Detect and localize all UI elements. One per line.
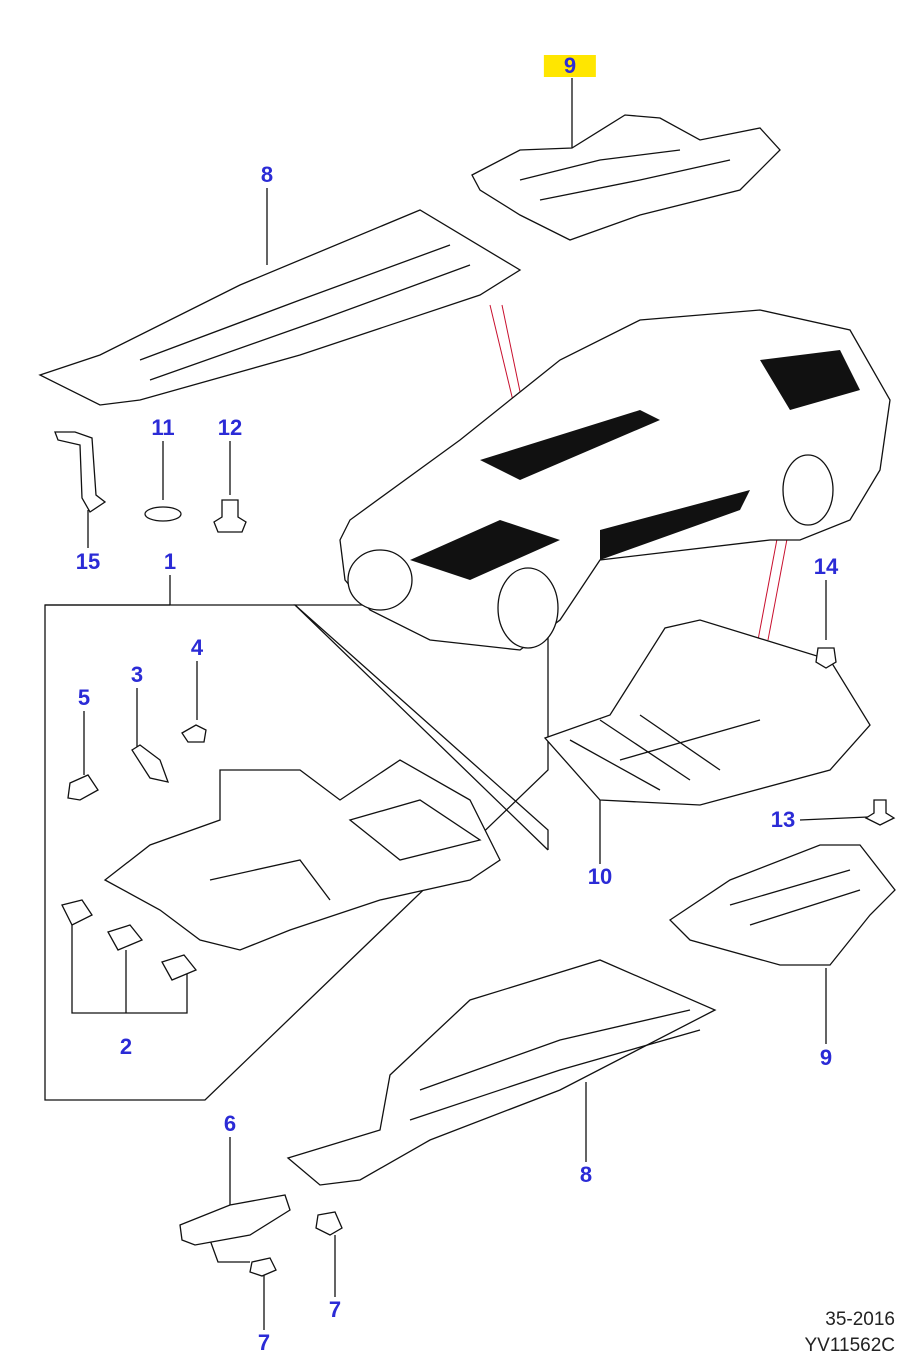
callout-1: 1	[163, 549, 177, 574]
part-2-clip	[61, 899, 198, 981]
part-9-underbody-shield-bottom	[668, 844, 896, 966]
part-6-bracket	[179, 1194, 291, 1246]
callout-12: 12	[217, 415, 243, 440]
callout-11: 11	[151, 415, 175, 440]
callout-5: 5	[77, 685, 91, 710]
part-7-clip-right	[315, 1211, 343, 1236]
callout-4: 4	[190, 635, 204, 660]
callout-14: 14	[813, 554, 839, 579]
callout-9-bottom: 9	[819, 1045, 833, 1070]
part-9-underbody-shield-top	[471, 114, 781, 241]
part-7-clip-bottom	[249, 1257, 277, 1277]
callout-9-top: 9	[543, 55, 597, 77]
part-14-clip	[815, 647, 837, 669]
callout-8-bottom: 8	[579, 1162, 593, 1187]
callout-13: 13	[770, 807, 796, 832]
part-3-bracket	[131, 744, 170, 783]
part-4-bolt	[181, 724, 207, 743]
part-12-screw	[213, 499, 247, 533]
section-code: 35-2016	[825, 1309, 895, 1330]
callout-15: 15	[75, 549, 101, 574]
part-11-washer	[144, 506, 182, 522]
callout-10: 10	[587, 864, 613, 889]
part-1-undertray-kit	[103, 759, 501, 951]
callout-6: 6	[223, 1111, 237, 1136]
part-5-clip	[67, 774, 99, 801]
part-8-floor-panel-bottom	[286, 959, 717, 1186]
illustration-id: YV11562C	[804, 1335, 896, 1356]
callout-3: 3	[130, 662, 144, 687]
part-15-bracket	[54, 431, 107, 513]
callout-7-right: 7	[328, 1297, 342, 1322]
callout-8-top: 8	[260, 162, 274, 187]
callout-2: 2	[119, 1034, 133, 1059]
footer-reference: 35-2016 YV11562C	[805, 1307, 896, 1359]
callout-7-bottom: 7	[257, 1330, 271, 1355]
part-13-screw	[864, 799, 896, 826]
leader-lines	[71, 78, 869, 1330]
